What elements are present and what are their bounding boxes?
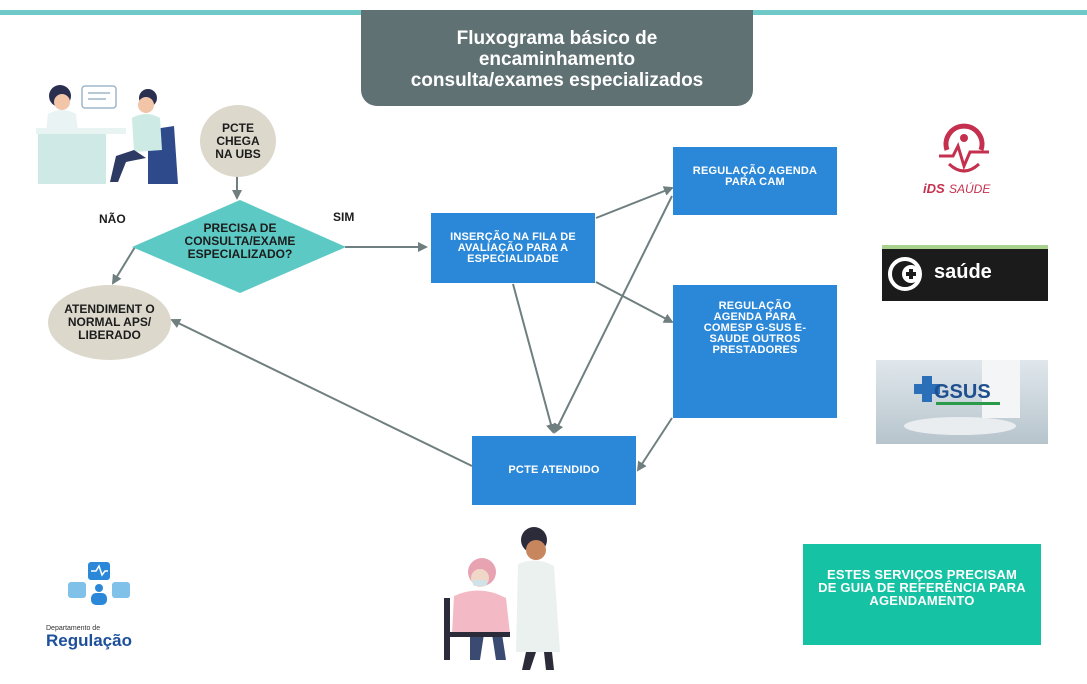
gsus-logo-icon: GSUS [876,360,1048,444]
regulacao-outros-box: REGULAÇÃO AGENDA PARA COMESP G-SUS E-SAU… [673,285,837,418]
arrow-outros-to-atendido [636,417,673,472]
regulacao-cam-box: REGULAÇÃO AGENDA PARA CAM [673,147,837,215]
title-line-2: encaminhamento [478,48,636,70]
pcte-chega-text: PCTE CHEGA NA UBS [215,120,261,161]
label-nao: NÃO [99,212,126,226]
patient-doctor-illustration-icon [444,527,560,670]
departamento-regulacao-logo-icon: Departamento de Regulação [46,562,132,650]
atendimento-text: ATENDIMENT O NORMAL APS/ LIBERADO [64,302,155,342]
arrow-decision-to-atendimento [111,246,136,285]
ids-brand-text: iDS [923,181,945,196]
title-line-3: consulta/exames especializados [410,69,704,91]
label-sim: SIM [333,210,355,224]
title-line-1: Fluxograma básico de [456,27,658,49]
consultation-illustration-icon [36,85,178,184]
pcte-atendido-box: PCTE ATENDIDO [472,436,636,505]
arrow-cam-to-atendido [554,195,673,434]
pcte-chega-circle: PCTE CHEGA NA UBS [200,105,276,177]
guide-note-text: ESTES SERVIÇOS PRECISAM DE GUIA DE REFER… [818,567,1026,608]
pcte-atendido-text: PCTE ATENDIDO [508,464,600,476]
flowchart-title: Fluxograma básico de encaminhamento cons… [361,10,753,106]
esaude-mark-icon [888,257,922,291]
dept-small-text: Departamento de [46,625,100,632]
regulacao-outros-text: REGULAÇÃO AGENDA PARA COMESP G-SUS E-SAU… [703,300,807,356]
esaude-text: saúde [934,261,992,283]
dept-big-text: Regulação [46,631,132,650]
atendimento-circle: ATENDIMENT O NORMAL APS/ LIBERADO [48,285,171,360]
insercao-box: INSERÇÃO NA FILA DE AVALIAÇÃO PARA A ESP… [431,213,595,283]
esaude-logo: saúde [882,245,1048,301]
gsus-text: GSUS [934,381,991,403]
arrow-atendido-to-atendimento [170,319,473,467]
regulacao-cam-text: REGULAÇÃO AGENDA PARA CAM [692,165,818,188]
insercao-text: INSERÇÃO NA FILA DE AVALIAÇÃO PARA A ESP… [450,230,576,265]
arrow-insercao-to-outros [595,281,674,323]
ids-saude-logo-icon: iDS SAÚDE [923,123,991,196]
arrow-insercao-to-cam [595,186,674,219]
arrow-insercao-to-atendido [512,283,556,434]
ids-suffix-text: SAÚDE [949,181,991,196]
guide-note-box: ESTES SERVIÇOS PRECISAM DE GUIA DE REFER… [803,544,1041,645]
decision-text: PRECISA DE CONSULTA/EXAME ESPECIALIZADO? [184,221,296,261]
